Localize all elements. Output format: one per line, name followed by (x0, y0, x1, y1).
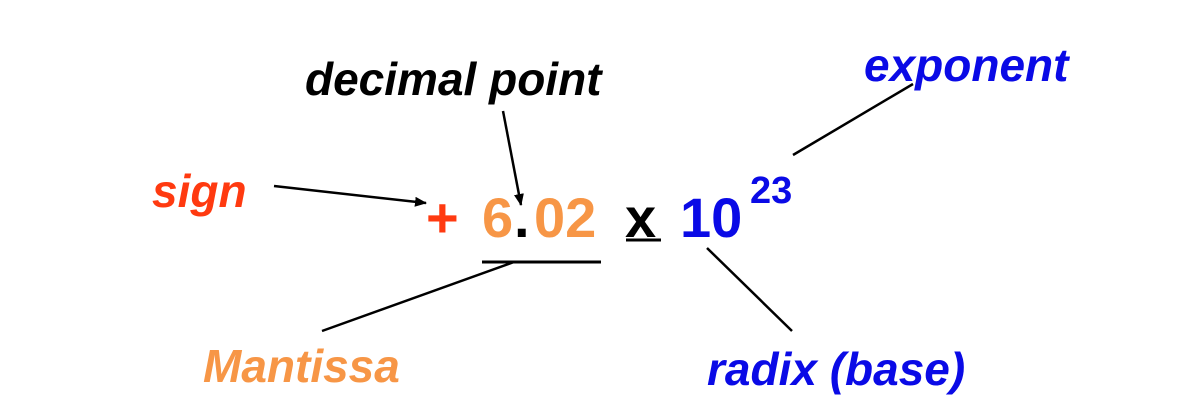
radix-base: 10 (680, 186, 743, 249)
sign-label: sign (152, 165, 247, 217)
sign-arrow (273, 184, 427, 207)
times-symbol: x (625, 186, 657, 249)
mantissa-connector (321, 260, 515, 333)
decimal-point-label: decimal point (305, 53, 602, 105)
mantissa-integer: 6 (482, 186, 514, 249)
mantissa-fraction: 02 (534, 186, 597, 249)
radix-connector (706, 247, 793, 332)
decimal-point-arrow (501, 110, 524, 206)
equation-sign: + (426, 186, 459, 249)
exponent-value: 23 (750, 170, 793, 212)
exponent-connector (792, 82, 914, 157)
mantissa-label: Mantissa (203, 340, 400, 392)
radix-label: radix (base) (707, 343, 966, 395)
decimal-point: . (514, 186, 530, 249)
exponent-label: exponent (864, 39, 1069, 91)
